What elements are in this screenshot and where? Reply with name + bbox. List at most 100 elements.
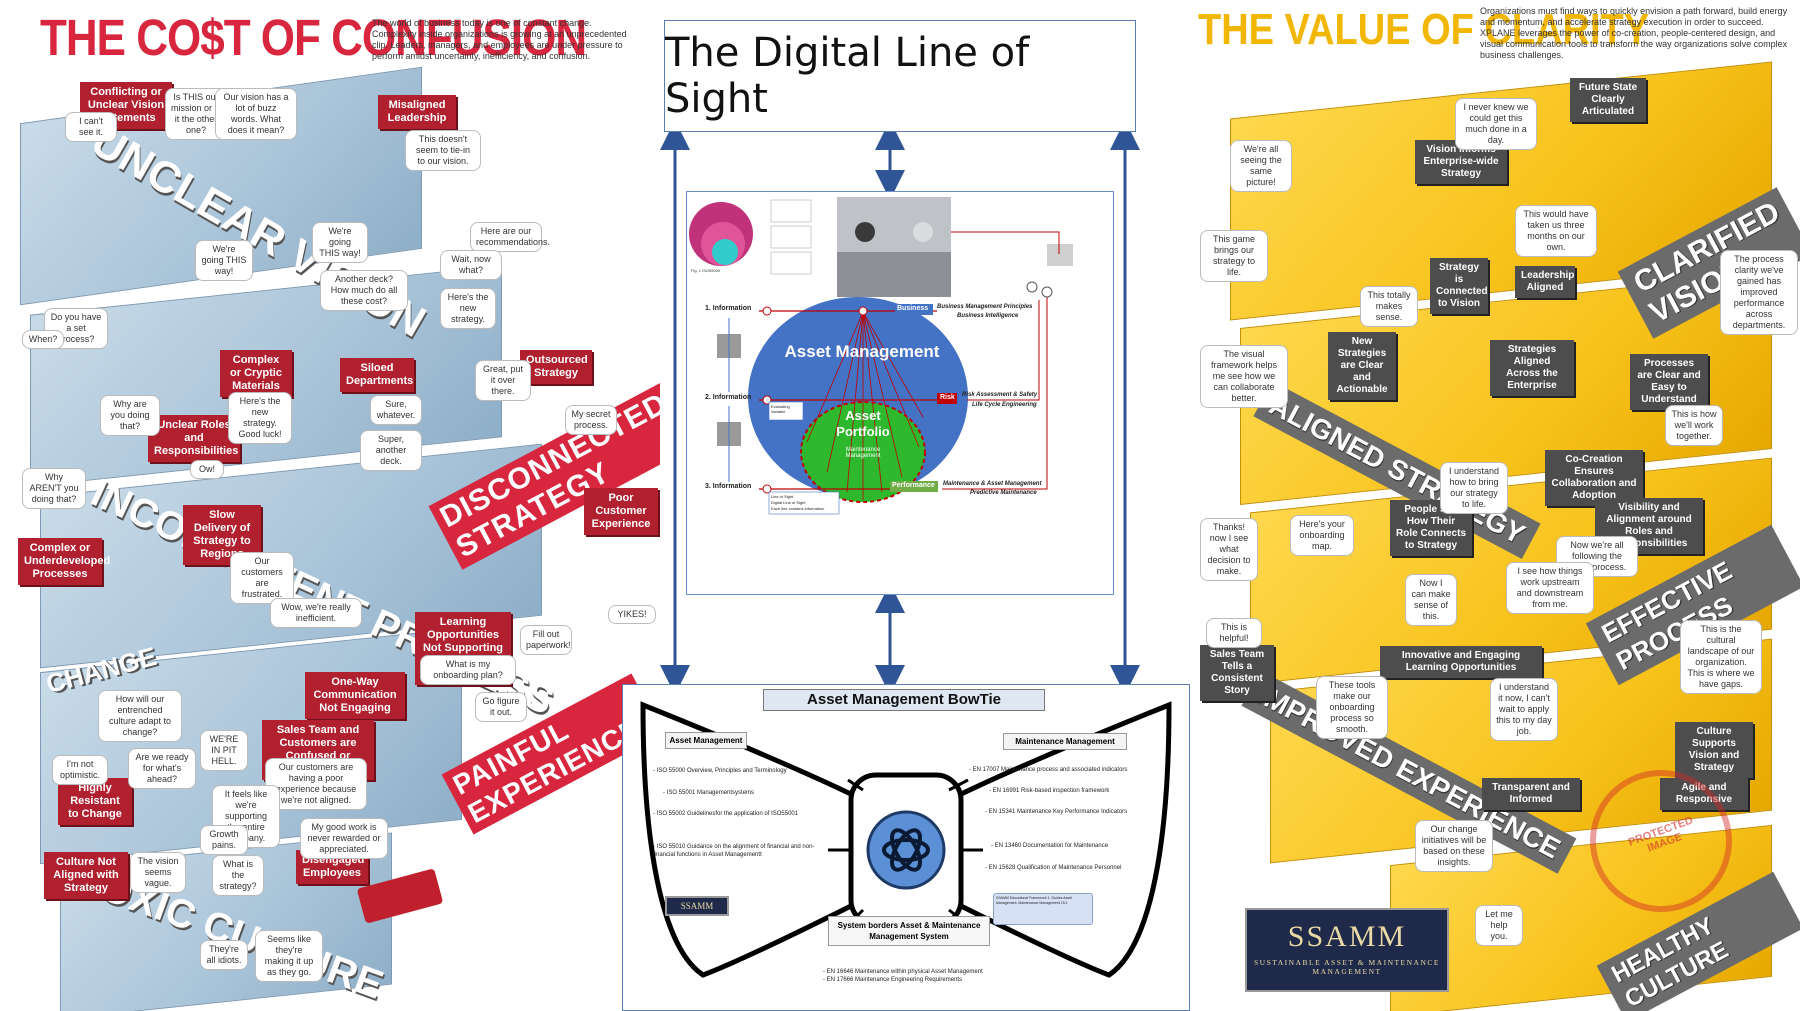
legend-line-2: Digital Line of Sight	[771, 500, 806, 505]
bubble-ready-ahead: Are we ready for what's ahead?	[128, 748, 196, 789]
robot-thumbnail	[1047, 244, 1073, 266]
right-title: THE VALUE OF CLARITY	[1198, 6, 1650, 55]
tag-culture-supports: Culture Supports Vision and Strategy	[1675, 722, 1753, 778]
bubble-figure-out: Go figure it out.	[475, 692, 527, 722]
bubble-vision-vague: The vision seems vague.	[130, 852, 186, 893]
tag-transparent-informed: Transparent and Informed	[1482, 778, 1580, 810]
tag-complex-processes: Complex or Underdeveloped Processes	[18, 538, 110, 585]
info-row-3: 3. Information	[705, 483, 752, 490]
bubble-put-over-there: Great, put it over there.	[475, 360, 531, 401]
stamp-text: PROTECTED IMAGE	[1626, 814, 1695, 855]
bowtie-right-item-5: - EN 15628 Qualification of Maintenance …	[985, 865, 1122, 871]
bubble-wait-now-what: Wait, now what?	[440, 250, 502, 280]
bubble-let-me-help: Let me help you.	[1475, 905, 1523, 946]
badge-business-bg	[895, 304, 933, 315]
tag-unclear-roles: Unclear Roles and Responsibilities	[148, 415, 240, 462]
fig-note-2	[770, 225, 812, 249]
bubble-paperwork: Fill out paperwork!	[520, 625, 572, 655]
tag-siloed-departments: Siloed Departments	[340, 358, 414, 392]
bubble-sure-whatever: Sure, whatever.	[370, 395, 422, 425]
tag-complex-materials: Complex or Cryptic Materials	[220, 350, 292, 397]
tag-learning-opportunities: Innovative and Engaging Learning Opportu…	[1380, 646, 1542, 678]
tag-culture-not-aligned: Culture Not Aligned with Strategy	[44, 852, 128, 899]
bubble-onboarding-plan: What is my onboarding plan?	[420, 655, 516, 685]
photo-table	[837, 252, 951, 297]
bubble-visual-framework: The visual framework helps me see how we…	[1200, 345, 1288, 408]
badge-risk-bg	[937, 393, 957, 404]
fig-note-1	[770, 199, 812, 223]
bubble-another-deck: Super, another deck.	[360, 430, 422, 471]
tag-co-creation: Co-Creation Ensures Collaboration and Ad…	[1545, 450, 1643, 506]
node-right-1	[1026, 281, 1038, 293]
bowtie-left-header: Asset Management	[665, 732, 747, 749]
left-intro: The world of business today is one of co…	[372, 18, 627, 61]
tag-leadership-aligned: Leadership Aligned	[1515, 266, 1575, 298]
ssamm-logo: SSAMM SUSTAINABLE ASSET & MAINTENANCE MA…	[1245, 908, 1449, 992]
value-of-clarity-infographic: THE VALUE OF CLARITY Organizations must …	[1190, 0, 1800, 1011]
ssamm-logo-name: SSAMM	[1287, 920, 1407, 953]
bowtie-right-item-4: - EN 13460 Documentation for Maintenance	[991, 843, 1109, 849]
bubble-recommendations: Here are our recommendations.	[470, 222, 550, 252]
bubble-make-sense: Now I can make sense of this.	[1405, 574, 1457, 626]
bubble-never-rewarded: My good work is never rewarded or apprec…	[300, 818, 388, 859]
badge-business: Business	[897, 305, 929, 312]
bowtie-bottom-item-2: - EN 17666 Maintenance Engineering Requi…	[823, 977, 963, 983]
bowtie-left-item-1: - ISO 55000 Overview, Principles and Ter…	[653, 768, 787, 774]
bubble-frustrated: Our customers are frustrated.	[230, 552, 294, 604]
bowtie-bottom-item-1: - EN 16646 Maintenance within physical A…	[823, 969, 983, 975]
bubble-new-strategy: Here's the new strategy.	[440, 288, 496, 329]
bowtie-right-header: Maintenance Management	[1003, 733, 1127, 750]
tag-strategy-connected: Strategy is Connected to Vision	[1430, 258, 1488, 314]
bubble-never-knew: I never knew we could get this much done…	[1455, 98, 1537, 150]
bubble-inefficient: Wow, we're really inefficient.	[270, 598, 362, 628]
diagram-svg	[689, 197, 1073, 515]
node-1	[762, 306, 772, 316]
bubble-apply-day-job: I understand it now, I can't wait to app…	[1490, 678, 1558, 741]
tag-misaligned-leadership: Misaligned Leadership	[378, 95, 456, 129]
fig-inner-circle	[712, 239, 738, 265]
evaluating-box	[768, 401, 804, 421]
asset-portfolio-label: Asset Portfolio	[836, 408, 890, 439]
badge-performance-bg	[890, 481, 938, 492]
bubble-what-strategy: What is the strategy?	[212, 855, 264, 896]
logo-knot-icon	[882, 828, 930, 872]
note-performance-2: Predictive Maintenance	[970, 490, 1037, 496]
legend-line-1: Line of Sight	[771, 494, 794, 499]
bubble-upstream: I see how things work upstream and downs…	[1506, 562, 1594, 614]
fig-label: Fig. 1 ISO55000	[691, 268, 721, 273]
fig-note-3	[770, 251, 812, 275]
tag-processes-clear: Processes are Clear and Easy to Understa…	[1630, 354, 1708, 410]
tag-sales-team-story: Sales Team Tells a Consistent Story	[1200, 645, 1274, 701]
bubble-growth-pains: Growth pains.	[200, 825, 248, 855]
asset-management-bowtie: Asset Management BowTie Asset Management…	[622, 684, 1190, 1011]
bubble-entrenched-culture: How will our entrenched culture adapt to…	[98, 690, 182, 742]
info-row-1: 1. Information	[705, 305, 752, 312]
legend-line-3: Each line contains information	[771, 506, 825, 511]
tag-new-strategies: New Strategies are Clear and Actionable	[1328, 332, 1396, 400]
tag-one-way-communication: One-Way Communication Not Engaging	[305, 672, 405, 719]
bubble-another-deck-cost: Another deck? How much do all these cost…	[320, 270, 408, 311]
bubble-helpful: This is helpful!	[1206, 618, 1262, 648]
note-performance-1: Maintenance & Asset Management	[943, 481, 1042, 487]
photo-person-head	[855, 222, 875, 242]
sight-lines	[806, 311, 924, 500]
bubble-understand-strategy: I understand how to bring our strategy t…	[1440, 462, 1508, 514]
legend-box	[768, 491, 840, 515]
bubble-yikes: YIKES!	[608, 605, 656, 624]
node-right-2	[1041, 286, 1053, 298]
bubble-game-brings: This game brings our strategy to life.	[1200, 230, 1268, 282]
bubble-making-it-up: Seems like they're making it up as they …	[255, 930, 323, 982]
bubble-secret-process: My secret process.	[565, 405, 617, 435]
bubble-this-way-2: We're going THIS way!	[312, 222, 368, 263]
risk-connector	[967, 300, 1040, 401]
performance-connector	[942, 292, 1048, 490]
bubble-cultural-landscape: This is the cultural landscape of our or…	[1680, 620, 1762, 694]
photo-robot-head	[913, 222, 933, 242]
bubble-good-luck: Here's the new strategy. Good luck!	[228, 392, 292, 444]
tag-agile-responsive: Agile and Responsive	[1660, 778, 1748, 810]
info-row-2: 2. Information	[705, 394, 752, 401]
node-top	[858, 306, 868, 316]
bowtie-left-item-3: - ISO 55002 Guidelinesfor the applicatio…	[653, 811, 799, 817]
bowtie-ssamm-logo: SSAMM	[665, 896, 729, 916]
bubble-this-way-1: We're going THIS way!	[195, 240, 253, 281]
